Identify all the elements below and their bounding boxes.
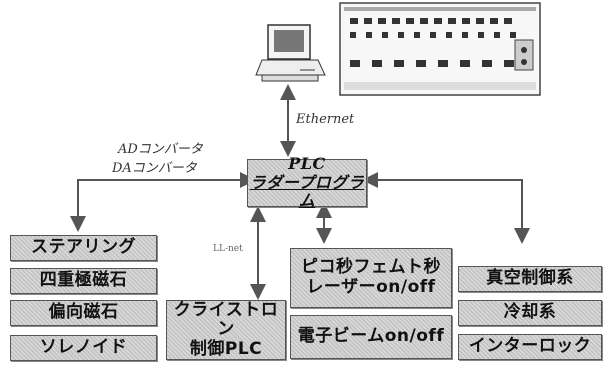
plc-ladder-box: PLC ラダープログラム bbox=[247, 159, 367, 207]
right-arrow bbox=[372, 180, 522, 240]
ad-converter-label: ADコンバータ bbox=[118, 138, 203, 157]
bending-magnet-box: 偏向磁石 bbox=[10, 300, 157, 326]
ethernet-label: Ethernet bbox=[296, 112, 354, 127]
ladder-program-label: ラダープログラム bbox=[248, 174, 366, 211]
llnet-label: LL-net bbox=[213, 244, 243, 254]
quadrupole-magnet-box: 四重極磁石 bbox=[10, 268, 157, 294]
vacuum-control-box: 真空制御系 bbox=[458, 266, 602, 292]
laser-line1: ピコ秒フェムト秒 bbox=[301, 258, 441, 278]
solenoid-box: ソレノイド bbox=[10, 335, 157, 361]
laser-line2: レーザーon/off bbox=[301, 278, 441, 298]
left-arrow bbox=[78, 180, 246, 228]
klystron-control-box: クライストロン 制御PLC bbox=[166, 300, 286, 360]
ebeam-onoff-box: 電子ビームon/off bbox=[290, 315, 452, 359]
klystron-line2: 制御PLC bbox=[167, 340, 285, 360]
interlock-box: インターロック bbox=[458, 334, 602, 360]
control-panel-icon bbox=[340, 3, 540, 95]
steering-box: ステアリング bbox=[10, 235, 157, 261]
computer-icon bbox=[256, 25, 325, 81]
da-converter-label: DAコンバータ bbox=[112, 157, 197, 176]
laser-onoff-box: ピコ秒フェムト秒 レーザーon/off bbox=[290, 248, 452, 308]
cooling-system-box: 冷却系 bbox=[458, 300, 602, 326]
klystron-line1: クライストロン bbox=[167, 301, 285, 340]
plc-title: PLC bbox=[248, 155, 366, 173]
